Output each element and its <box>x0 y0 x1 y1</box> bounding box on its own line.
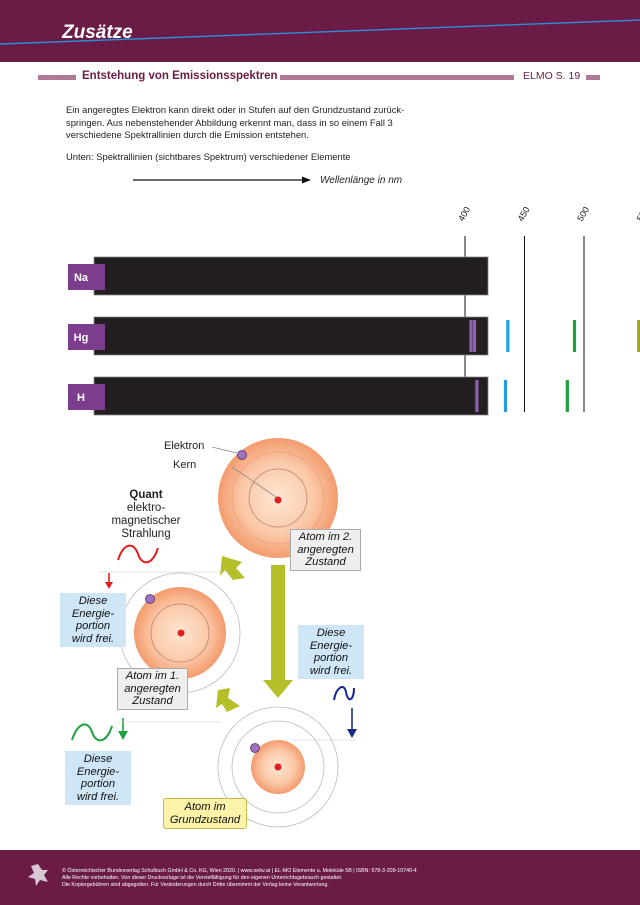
atom0-caption: Atom im Grundzustand <box>163 798 247 829</box>
intro-line-3: verschiedene Spektrallinien durch die Em… <box>66 129 309 140</box>
energy-note-red-line-1: Diese <box>78 595 108 607</box>
energy-note-green-line-3: portion <box>80 778 116 790</box>
spectrum-bar-Hg <box>93 316 489 356</box>
energy-note-blue: Diese Energie- portion wird frei. <box>298 625 364 679</box>
page-reference: ELMO S. 19 <box>523 70 581 82</box>
energy-note-red-line-4: wird frei. <box>71 632 115 645</box>
header-wave-line <box>0 19 640 45</box>
publisher-logo-icon <box>28 864 48 886</box>
arrow-atom2-to-atom0 <box>263 565 293 698</box>
footer-line-3: Die Kopiergebühren sind abgegolten. Für … <box>62 882 329 888</box>
atom0-caption-line-1: Atom im <box>184 801 226 813</box>
atom-diagram <box>71 438 357 828</box>
element-symbol-H: H <box>77 392 85 404</box>
energy-note-blue-line-4: wird frei. <box>309 664 353 677</box>
energy-note-green-line-1: Diese <box>83 753 113 765</box>
energy-note-green: Diese Energie- portion wird frei. <box>65 751 131 805</box>
footer-band <box>0 850 640 905</box>
subtitle-rule-right <box>586 75 600 80</box>
spectrum-bar-Na <box>93 256 489 296</box>
quant-title: Quant <box>129 489 163 501</box>
quant-label: Quant elektro- magnetischer Strahlung <box>104 489 188 541</box>
atom2-caption: Atom im 2. angeregten Zustand <box>290 529 361 571</box>
header-band <box>0 0 640 62</box>
atom0-caption-line-2: Grundzustand <box>169 813 241 826</box>
atom0-nucleus <box>274 763 282 771</box>
spectral-line-Hg-4 <box>506 320 510 352</box>
spectral-line-H-1 <box>565 380 569 412</box>
atom1-caption: Atom im 1. angeregten Zustand <box>117 668 188 710</box>
quant-line-3: magnetischer <box>111 515 181 527</box>
atom1-shell-1 <box>150 603 210 663</box>
energy-note-blue-line-1: Diese <box>316 627 346 639</box>
element-symbol-Hg: Hg <box>74 332 89 344</box>
atom2-electron <box>237 450 247 460</box>
element-symbol-Na: Na <box>74 272 89 284</box>
atom2-shell-2 <box>231 451 325 545</box>
subtitle-rule-left <box>38 75 76 80</box>
atom1-caption-line-3: Zustand <box>132 695 173 707</box>
atom2-nucleus <box>274 496 282 504</box>
atom1-nucleus <box>177 629 185 637</box>
section-title: Entstehung von Emissionsspektren <box>82 70 278 82</box>
quant-line-2: elektro- <box>126 502 166 514</box>
blue-wave-icon <box>333 685 355 701</box>
intro-line-1: Ein angeregtes Elektron kann direkt oder… <box>66 104 405 115</box>
red-arrow-head <box>105 582 113 589</box>
energy-note-blue-line-3: portion <box>313 652 349 664</box>
atom1-caption-line-1: Atom im 1. <box>125 670 180 682</box>
energy-note-green-line-4: wird frei. <box>76 790 120 803</box>
footer-line-2: Alle Rechte vorbehalten. Von dieser Druc… <box>62 875 343 881</box>
spectral-line-Hg-5 <box>472 320 477 352</box>
arrow-head <box>302 176 311 184</box>
intro-line-2: springen. Aus nebenstehender Abbildung e… <box>66 116 393 128</box>
element-label-box-H <box>68 384 105 410</box>
arrow-atom1-to-atom0 <box>216 688 240 712</box>
wavelength-axis-label: Wellenlänge in nm <box>320 175 402 186</box>
label-kern: Kern <box>173 459 197 471</box>
energy-note-red-line-3: portion <box>75 620 111 632</box>
arrow-atom2-to-atom1 <box>220 556 245 580</box>
tick-label-550: 550 <box>635 205 640 223</box>
energy-note-red: Diese Energie- portion wird frei. <box>60 593 126 647</box>
atom1-electron <box>145 594 155 604</box>
element-label-box-Na <box>68 264 105 290</box>
spectral-line-Hg-6 <box>469 320 473 352</box>
atom2-shell-1 <box>248 468 308 528</box>
quant-line-4: Strahlung <box>121 528 171 540</box>
energy-note-blue-line-2: Energie- <box>309 639 353 652</box>
green-arrow-head <box>118 731 128 740</box>
blue-arrow-head <box>347 729 357 738</box>
atom0-electron <box>250 743 260 753</box>
kern-pointer <box>231 466 277 498</box>
label-elektron: Elektron <box>164 440 205 452</box>
spectral-line-H-3 <box>475 380 479 412</box>
element-label-box-Hg <box>68 324 105 350</box>
atom1-caption-line-2: angeregten <box>124 682 181 695</box>
green-wave-icon <box>71 723 113 742</box>
spectral-line-Hg-3 <box>572 320 577 352</box>
red-wave-icon <box>117 544 159 564</box>
footer-line-1: © Österreichischer Bundesverlag Schulbuc… <box>62 868 417 874</box>
electron-pointer <box>211 446 238 454</box>
spectral-line-Hg-2 <box>637 320 640 352</box>
page-title: Zusätze <box>62 22 133 43</box>
energy-note-green-line-2: Energie- <box>76 765 120 778</box>
emission-spectra-chart: Wellenlänge in nm 700650600550500450400 … <box>68 175 640 416</box>
atom2-caption-line-1: Atom im 2. <box>298 531 353 543</box>
atom2-caption-line-3: Zustand <box>305 556 346 568</box>
atom0-shell-2 <box>231 720 325 814</box>
energy-note-red-line-2: Energie- <box>71 607 115 620</box>
subtitle-rule-middle <box>280 75 514 80</box>
atom2-caption-line-2: angeregten <box>297 543 354 556</box>
spectral-line-H-2 <box>503 380 508 412</box>
intro-line-4: Unten: Spektrallinien (sichtbares Spektr… <box>66 151 351 162</box>
